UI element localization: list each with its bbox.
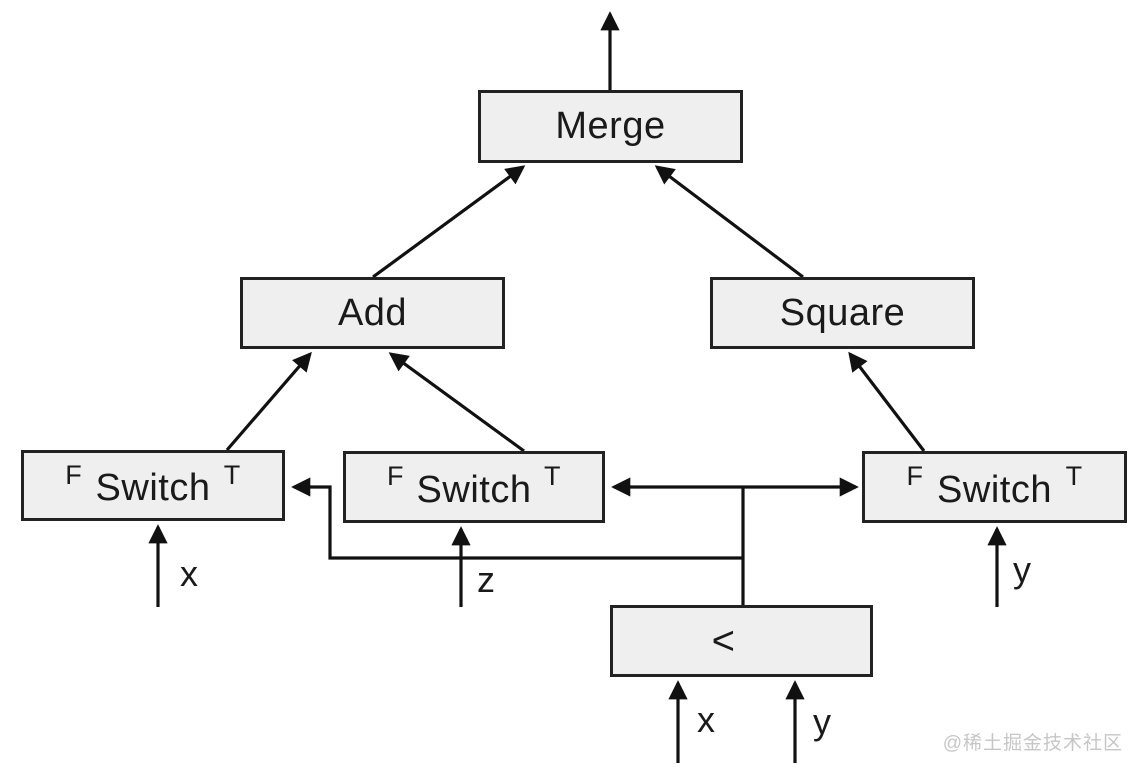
node-switch-left: F Switch T [21,450,285,521]
node-square: Square [710,277,975,349]
switch-left-false-port-label: F [65,460,83,490]
node-switch-right: F Switch T [862,451,1127,523]
node-merge: Merge [478,90,743,163]
node-merge-label: Merge [555,105,666,147]
input-label-y-compare: y [813,701,831,742]
node-switch-left-label: Switch [95,467,211,509]
node-square-label: Square [779,291,906,334]
switch-right-false-port-label: F [906,461,924,491]
watermark-text: @稀土掘金技术社区 [942,733,1123,754]
node-add-label: Add [337,291,408,334]
node-switch-middle-label: Switch [416,468,532,511]
edge-compare-to-switch-left [291,477,743,560]
edge-switch-right-to-square [848,351,926,452]
switch-middle-true-port-label: T [544,461,562,491]
edge-square-to-merge [654,165,804,279]
input-label-x-switch-left: x [180,553,198,594]
node-add: Add [240,277,505,349]
input-label-x-compare: x [697,699,715,740]
node-less-than-label: < [711,618,736,663]
node-less-than: < [610,605,873,677]
edge-switch-left-to-add [225,351,312,452]
switch-right-true-port-label: T [1065,461,1083,491]
edge-switch-middle-to-add [388,352,525,453]
edge-add-to-merge [372,165,526,279]
input-label-z-switch-middle: z [477,559,495,600]
switch-middle-false-port-label: F [386,461,404,491]
node-switch-middle: F Switch T [343,451,605,523]
switch-left-true-port-label: T [223,460,241,490]
input-label-y-switch-right: y [1013,549,1031,590]
node-switch-right-label: Switch [937,468,1052,511]
